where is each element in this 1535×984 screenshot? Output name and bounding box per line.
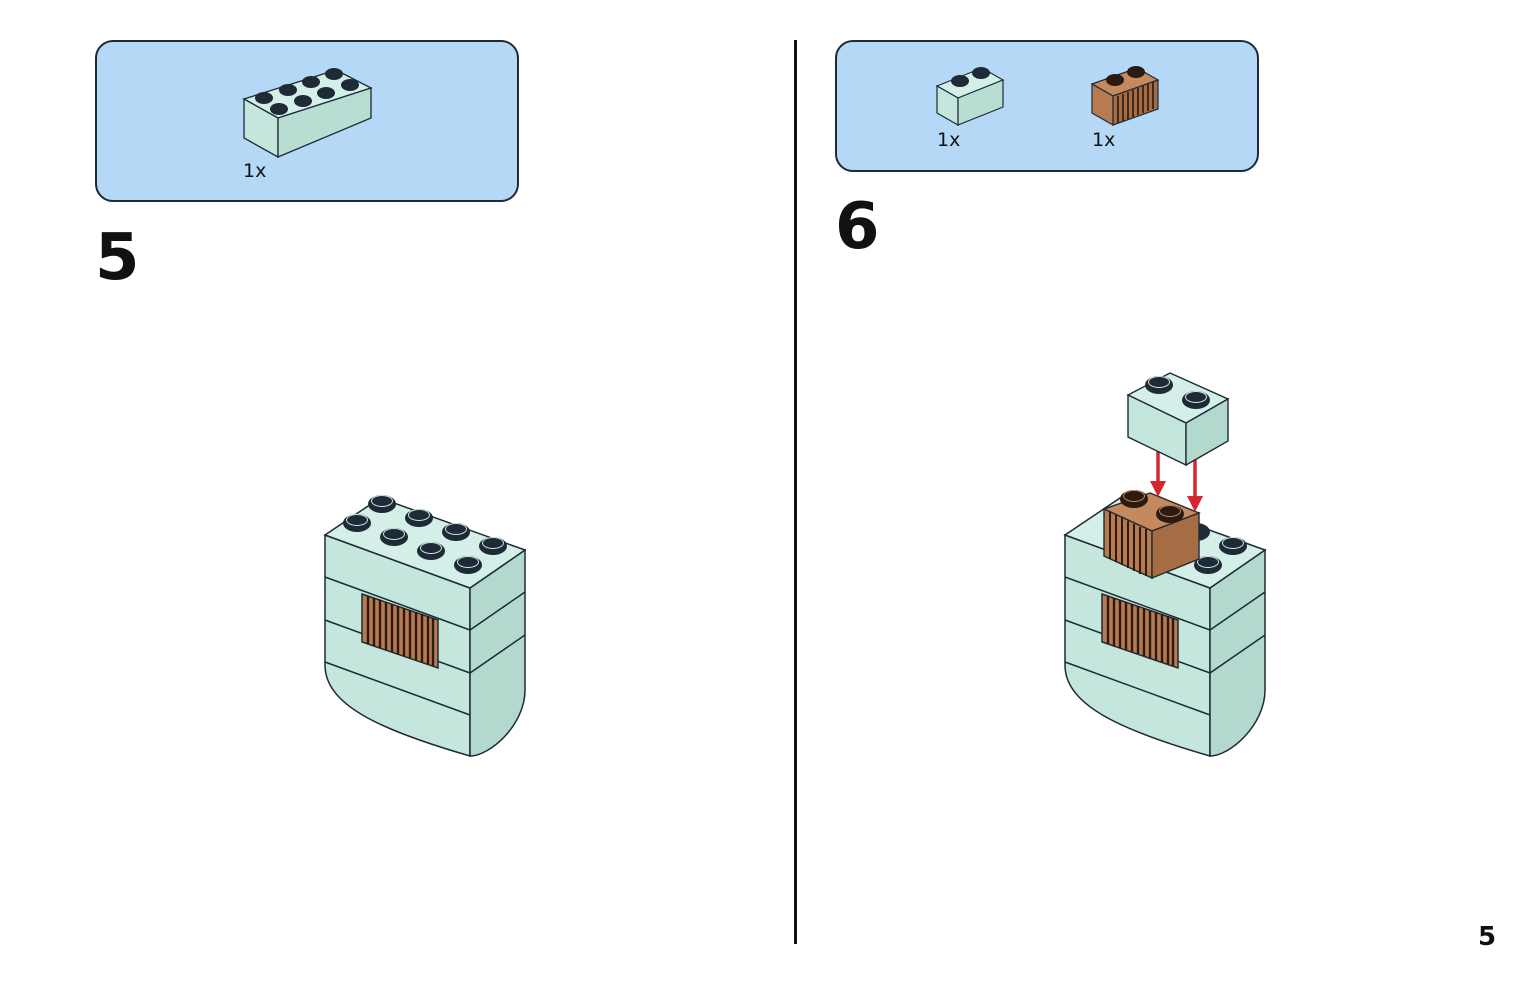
page-number: 5 [1478, 922, 1497, 952]
floating-aqua-brick [1126, 372, 1230, 467]
part-quantity: 1x [937, 129, 961, 151]
step-number: 5 [95, 221, 140, 295]
placed-grille-brick [1102, 490, 1201, 580]
model-step-6 [1063, 372, 1267, 757]
grille-window [361, 592, 439, 670]
parts-box-step-6 [835, 40, 1259, 172]
grille-window [1101, 592, 1179, 670]
step-number: 6 [835, 190, 880, 264]
brick-2x4-icon [242, 68, 373, 159]
page-divider [794, 40, 797, 944]
part-quantity: 1x [1092, 129, 1116, 151]
brick-grille-icon [1090, 66, 1160, 127]
brick-1x2-icon [935, 67, 1005, 127]
model-step-5 [323, 495, 527, 757]
part-quantity: 1x [243, 160, 267, 182]
